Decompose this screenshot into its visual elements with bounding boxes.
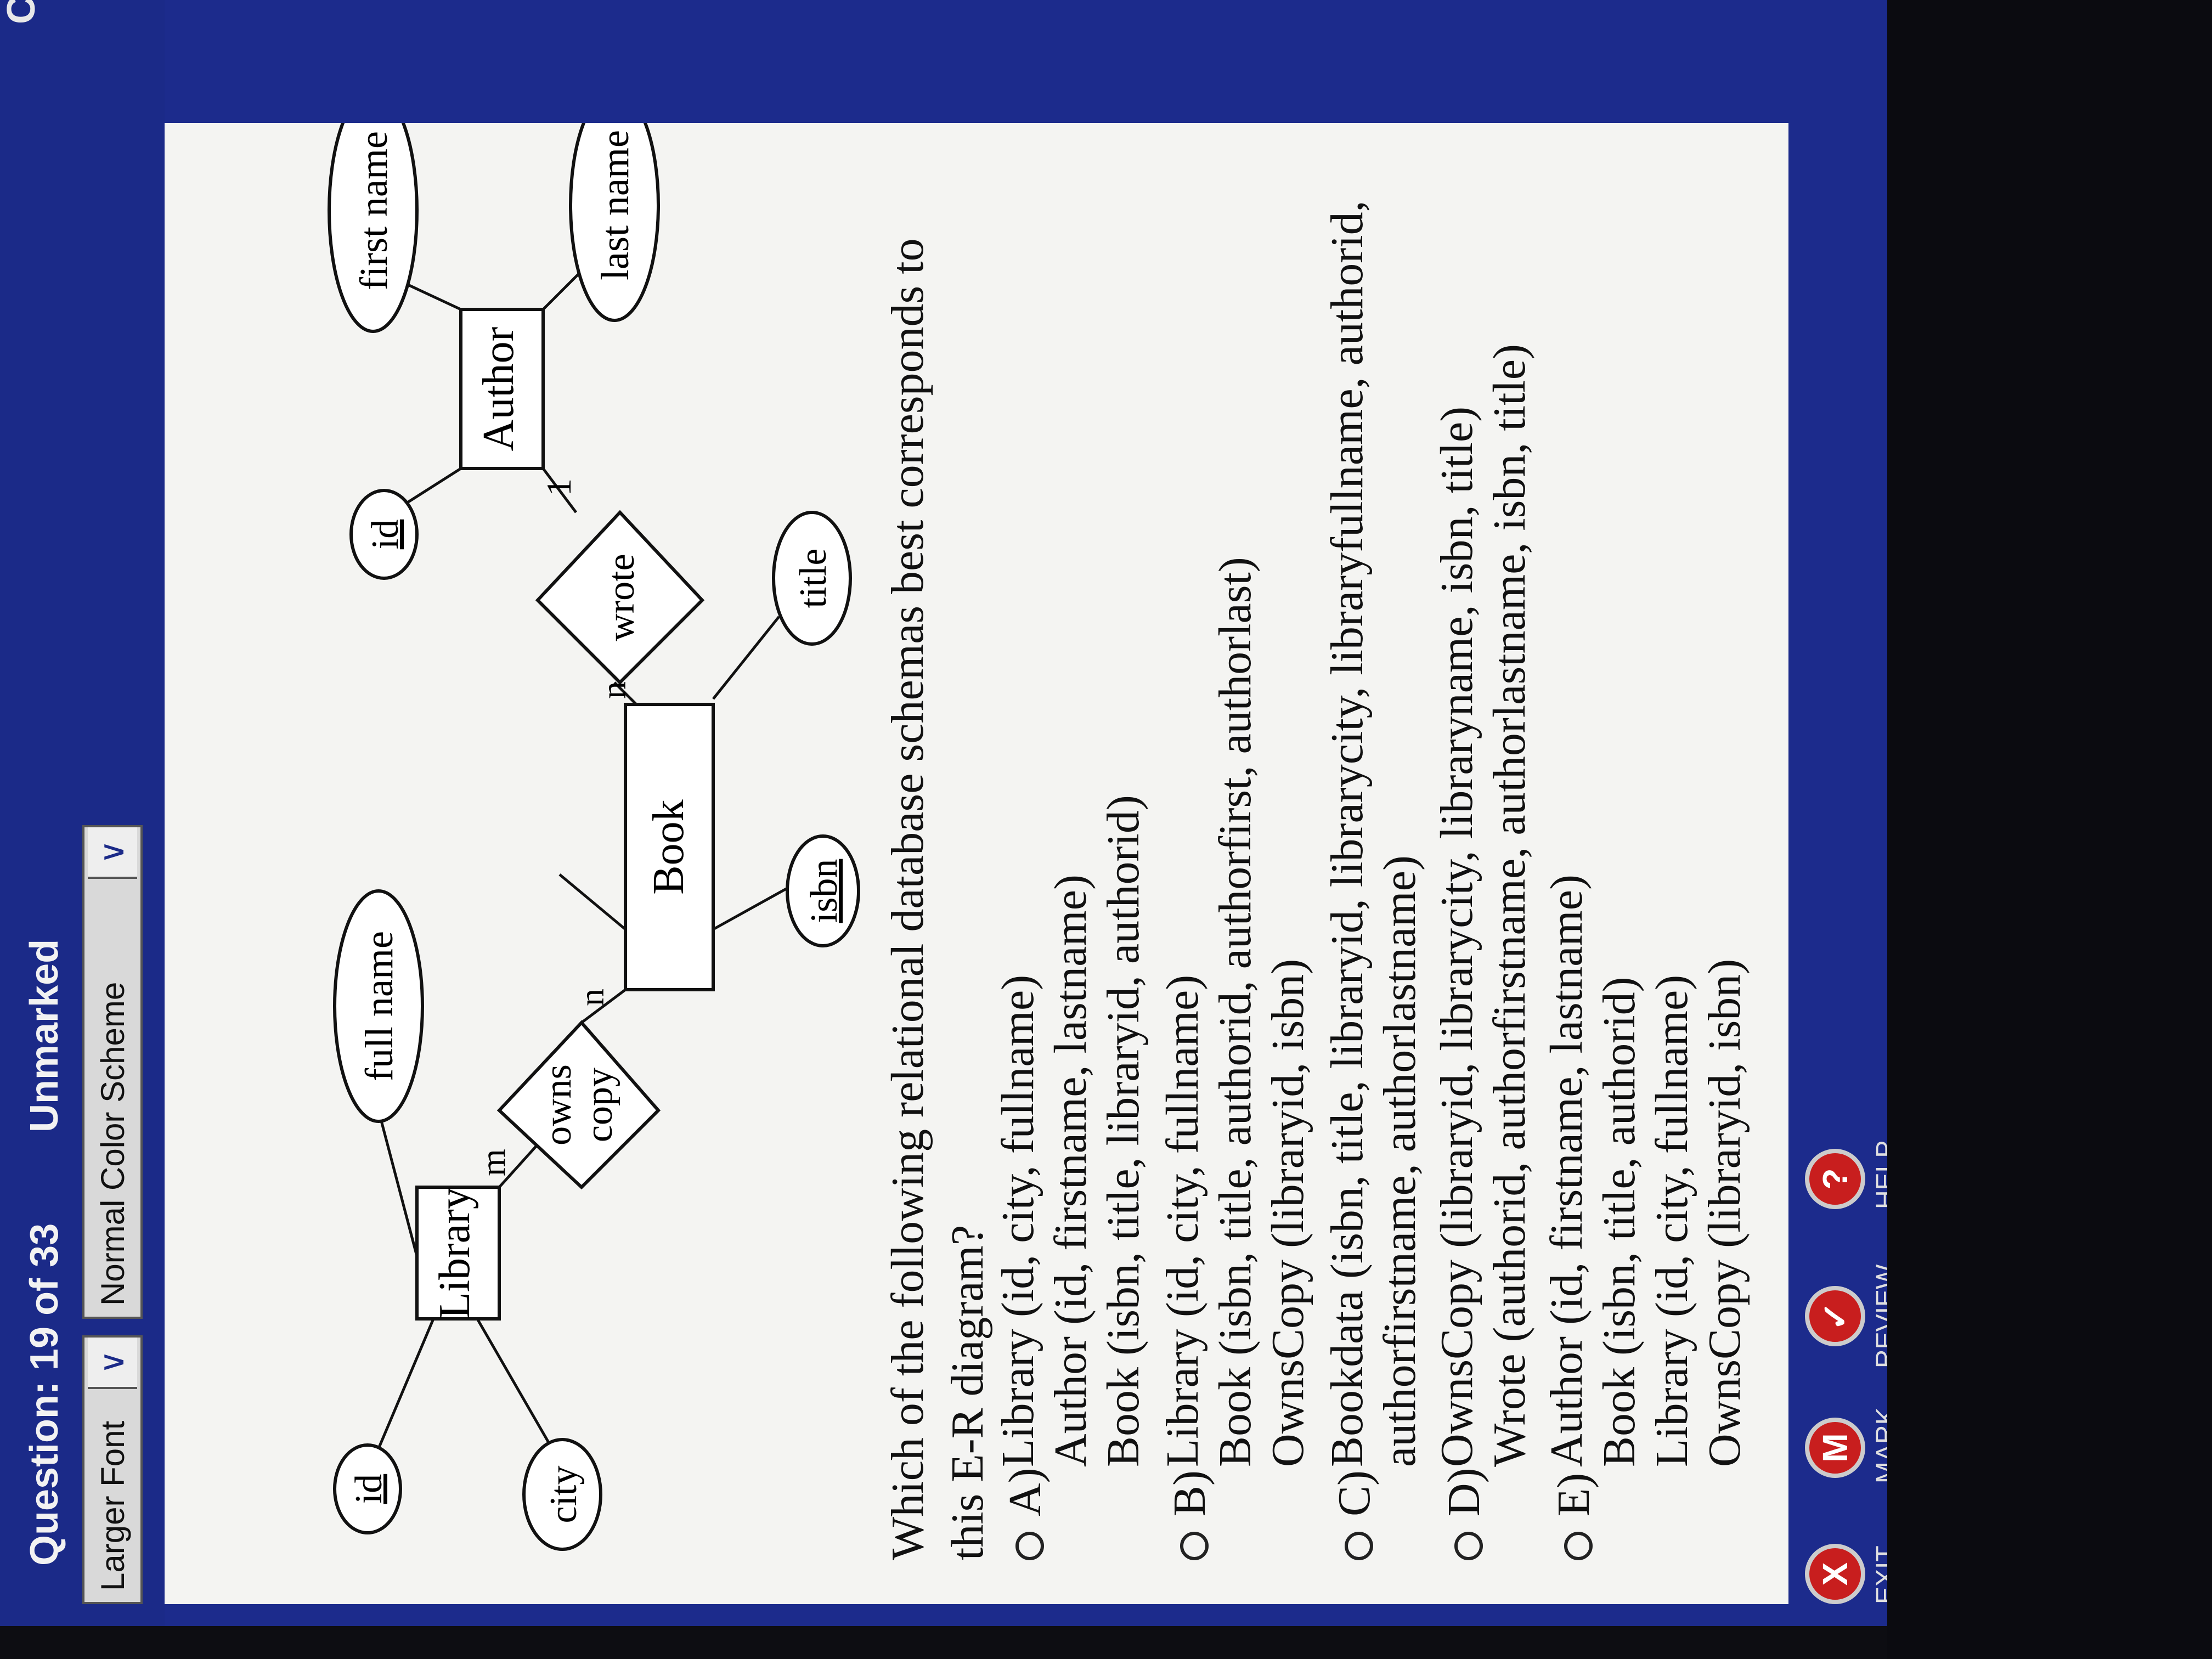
font-size-dropdown[interactable]: Larger Font ∨ bbox=[82, 1335, 143, 1604]
option-line: Book (isbn, title, authorid) bbox=[1594, 977, 1645, 1467]
option-line: OwnsCopy (libraryid, librarycity, librar… bbox=[1431, 406, 1482, 1467]
option-label: B) bbox=[1164, 1470, 1215, 1516]
entity-library-label: Library bbox=[431, 1187, 479, 1319]
attribute-author-lastname bbox=[569, 123, 660, 322]
radio-button[interactable] bbox=[1344, 1532, 1373, 1560]
option-line: Bookdata (isbn, title, libraryid, librar… bbox=[1322, 200, 1373, 1467]
attribute-author-lastname-label: last name bbox=[593, 130, 637, 280]
option-line: authorfirstname, authorlastname) bbox=[1374, 855, 1425, 1467]
mark-icon: M bbox=[1815, 1433, 1855, 1463]
entity-author bbox=[459, 308, 545, 470]
attribute-author-id-label: id bbox=[364, 520, 407, 549]
exam-app: Question: 19 of 33 Unmarked Comp Larger … bbox=[0, 0, 1900, 1626]
relationship-owns-label: owns bbox=[537, 1064, 579, 1146]
radio-button[interactable] bbox=[1564, 1532, 1593, 1560]
option-e[interactable]: E) Author (id, firstname, lastname) Book… bbox=[1541, 874, 1750, 1560]
attribute-book-isbn-label: isbn bbox=[803, 859, 845, 923]
attribute-library-fullname-label: full name bbox=[357, 931, 401, 1081]
font-size-value: Larger Font bbox=[94, 1420, 131, 1591]
er-diagram: Library Book Author owns copy wrote id c… bbox=[328, 123, 860, 1551]
attribute-book-title-label: title bbox=[792, 549, 834, 608]
close-icon: X bbox=[1815, 1562, 1855, 1586]
option-line: Wrote (authorid, authorfirstname, author… bbox=[1484, 343, 1535, 1467]
attribute-book-title bbox=[772, 511, 852, 646]
option-line: Library (id, city, fullname) bbox=[992, 974, 1043, 1467]
option-line: OwnsCopy (libraryid, isbn) bbox=[1262, 958, 1313, 1467]
color-scheme-value: Normal Color Scheme bbox=[94, 981, 131, 1306]
color-scheme-dropdown[interactable]: Normal Color Scheme ∨ bbox=[82, 825, 143, 1319]
question-counter: Question: 19 of 33 bbox=[22, 1223, 66, 1566]
question-text: Which of the following relational databa… bbox=[882, 238, 994, 1560]
relationship-wrote-label: wrote bbox=[600, 554, 642, 641]
radio-button[interactable] bbox=[1015, 1532, 1044, 1560]
question-panel: Library Book Author owns copy wrote id c… bbox=[165, 123, 1788, 1604]
bottom-toolbar bbox=[1788, 0, 1887, 1626]
option-line: Library (id, city, fullname) bbox=[1157, 974, 1208, 1467]
option-a[interactable]: A) Library (id, city, fullname) Author (… bbox=[992, 795, 1149, 1560]
attribute-library-fullname bbox=[333, 889, 424, 1123]
help-button[interactable]: ? bbox=[1805, 1149, 1865, 1209]
checkmark-icon: ✓ bbox=[1815, 1301, 1855, 1331]
relationship-copy-label: copy bbox=[578, 1068, 620, 1142]
attribute-library-city-label: city bbox=[543, 1466, 585, 1523]
chevron-down-icon[interactable]: ∨ bbox=[88, 827, 137, 879]
screen-bezel bbox=[1887, 0, 2212, 1659]
option-c[interactable]: C) Bookdata (isbn, title, libraryid, lib… bbox=[1322, 200, 1425, 1560]
cardinality-owns-library: m bbox=[473, 1149, 512, 1176]
review-button[interactable]: ✓ bbox=[1805, 1286, 1865, 1346]
option-label: C) bbox=[1329, 1470, 1380, 1516]
header-bar: Question: 19 of 33 Unmarked Comp Larger … bbox=[0, 0, 165, 1626]
mark-button[interactable]: M bbox=[1805, 1418, 1865, 1478]
relationship-wrote bbox=[535, 510, 705, 685]
attribute-library-city bbox=[522, 1438, 602, 1551]
entity-book bbox=[624, 703, 715, 991]
cardinality-owns-book: n bbox=[572, 989, 611, 1006]
corner-title: Comp bbox=[0, 0, 44, 24]
option-b[interactable]: B) Library (id, city, fullname) Book (is… bbox=[1157, 557, 1313, 1560]
option-label: A) bbox=[1000, 1468, 1051, 1516]
relationship-owns-copy bbox=[496, 1020, 661, 1190]
exit-button[interactable]: X bbox=[1805, 1544, 1865, 1604]
option-line: OwnsCopy (libraryid, isbn) bbox=[1699, 958, 1750, 1467]
option-line: Author (id, firstname, lastname) bbox=[1045, 874, 1096, 1467]
attribute-author-firstname-label: first name bbox=[352, 131, 396, 290]
entity-book-label: Book bbox=[645, 799, 693, 894]
attribute-library-id-label: id bbox=[348, 1474, 390, 1504]
option-d[interactable]: D) OwnsCopy (libraryid, librarycity, lib… bbox=[1431, 344, 1535, 1560]
entity-author-label: Author bbox=[475, 327, 523, 452]
attribute-author-id bbox=[349, 489, 419, 580]
attribute-library-id bbox=[333, 1443, 402, 1534]
option-label: D) bbox=[1438, 1468, 1489, 1516]
entity-library bbox=[415, 1186, 501, 1321]
option-line: Library (id, city, fullname) bbox=[1646, 974, 1697, 1467]
attribute-author-firstname bbox=[328, 123, 419, 333]
cardinality-wrote-author: 1 bbox=[539, 478, 578, 496]
option-label: E) bbox=[1548, 1472, 1599, 1516]
attribute-book-isbn bbox=[786, 834, 860, 947]
mark-status: Unmarked bbox=[22, 939, 66, 1132]
option-line: Book (isbn, title, authorid, authorfirst… bbox=[1210, 557, 1261, 1467]
radio-button[interactable] bbox=[1180, 1532, 1209, 1560]
option-line: Author (id, firstname, lastname) bbox=[1541, 874, 1592, 1467]
option-line: Book (isbn, title, libraryid, authorid) bbox=[1098, 795, 1149, 1467]
help-icon: ? bbox=[1815, 1168, 1855, 1190]
radio-button[interactable] bbox=[1454, 1532, 1483, 1560]
chevron-down-icon[interactable]: ∨ bbox=[88, 1338, 137, 1389]
cardinality-wrote-book: n bbox=[594, 681, 633, 699]
